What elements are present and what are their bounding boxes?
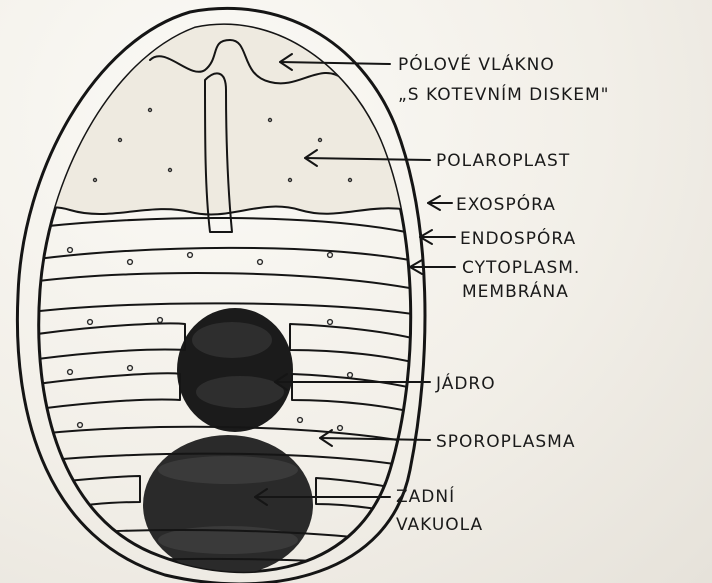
label-membrane-line1: CYTOPLASM. [462,258,580,278]
label-polaroplast: POLAROPLAST [436,151,570,171]
label-anchor-disc: „S KOTEVNÍM DISKEM" [398,83,609,105]
label-nucleus: JÁDRO [435,372,496,394]
label-endospora: ENDOSPÓRA [460,227,576,249]
label-vacuole-line1: ZADNÍ [396,485,455,507]
label-vacuole-line2: VAKUOLA [396,515,483,535]
label-exospora: EXOSPÓRA [456,193,556,215]
polaroplast-region [30,20,420,215]
label-sporoplasm: SPOROPLASMA [436,432,575,452]
label-membrane-line2: MEMBRÁNA [462,280,569,302]
label-polar-filament: PÓLOVÉ VLÁKNO [398,53,555,75]
